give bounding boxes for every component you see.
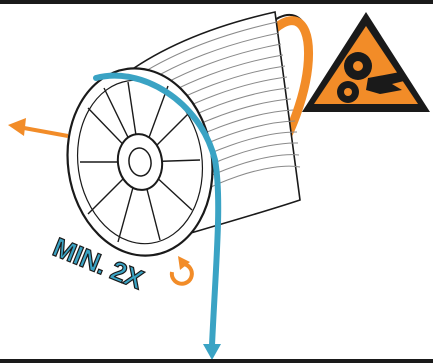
top-border (0, 0, 433, 4)
hand-crush-hazard-icon (302, 12, 430, 112)
left-arrow-icon (8, 118, 26, 136)
axis-arrow-shaft (23, 126, 69, 138)
counter-clockwise-arrow-icon (169, 256, 194, 286)
bottom-border (0, 359, 433, 363)
cable-reel-icon (66, 11, 314, 257)
pull-down-arrow-icon (203, 344, 221, 360)
pull-cable (93, 72, 222, 348)
